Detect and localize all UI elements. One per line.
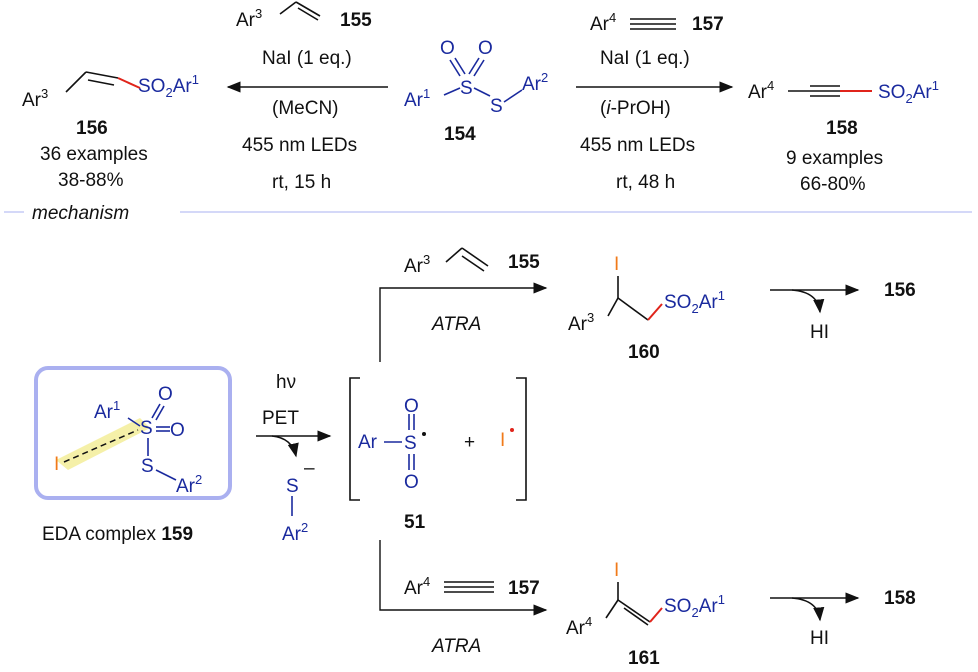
eda-caption: EDA complex 159: [42, 524, 193, 545]
intermediate-160-structure: I Ar3 SO2Ar1: [568, 254, 725, 335]
thiosulfonate-154-structure: O O S Ar1 S Ar2: [404, 38, 548, 117]
svg-text:SO2Ar1: SO2Ar1: [878, 78, 939, 106]
right-condition-1: NaI (1 eq.): [600, 48, 690, 69]
thiolate-anion: S – Ar2: [282, 458, 315, 545]
thiolate-release-arrow: [271, 435, 299, 458]
product-158-yield: 66-80%: [800, 174, 866, 195]
iodine-radical: I: [500, 430, 505, 451]
svg-text:O: O: [440, 38, 455, 59]
svg-text:Ar4: Ar4: [590, 10, 616, 35]
svg-text:Ar3: Ar3: [22, 86, 48, 111]
lower-hi-loss-arrow: [791, 597, 825, 622]
upper-reagent-label: 155: [508, 252, 540, 273]
pet-label: PET: [262, 408, 299, 429]
lower-branch-arrow: [379, 540, 548, 616]
svg-text:SO2Ar1: SO2Ar1: [138, 72, 199, 100]
right-reagent-label: 157: [692, 14, 724, 35]
right-condition-3: 455 nm LEDs: [580, 135, 695, 156]
product-156-structure: Ar3 SO2Ar1: [22, 71, 199, 111]
svg-text:Ar3: Ar3: [404, 252, 430, 277]
left-condition-3: 455 nm LEDs: [242, 135, 357, 156]
intermediate-160-label: 160: [628, 342, 660, 363]
svg-text:Ar1: Ar1: [404, 86, 430, 111]
bracket-left: [349, 377, 360, 501]
svg-text:S: S: [141, 456, 154, 477]
lower-reagent-label: 157: [508, 578, 540, 599]
right-condition-2: (i-PrOH): [600, 98, 671, 119]
svg-text:SO2Ar1: SO2Ar1: [664, 592, 725, 620]
lower-atra-label: ATRA: [431, 636, 481, 657]
left-condition-2: (MeCN): [272, 98, 339, 119]
left-condition-1: NaI (1 eq.): [262, 48, 352, 69]
product-158-examples: 9 examples: [786, 148, 883, 169]
left-reagent-155: Ar3: [236, 1, 321, 31]
hv-label: hν: [276, 372, 296, 393]
product-158-label: 158: [826, 118, 858, 139]
upper-branch-arrow: [379, 282, 548, 362]
svg-text:I: I: [614, 254, 619, 275]
svg-text:I: I: [54, 454, 59, 475]
intermediate-161-structure: I Ar4 SO2Ar1: [566, 560, 725, 639]
center-compound-label: 154: [444, 124, 476, 145]
svg-text:–: –: [304, 458, 315, 479]
svg-text:Ar3: Ar3: [568, 310, 594, 335]
upper-hi-loss-arrow: [791, 289, 825, 314]
svg-text:Ar3: Ar3: [236, 6, 262, 31]
svg-text:SO2Ar1: SO2Ar1: [664, 288, 725, 316]
svg-text:Ar: Ar: [358, 432, 378, 453]
upper-product-label: 156: [884, 280, 916, 301]
svg-text:Ar4: Ar4: [404, 574, 430, 599]
svg-text:Ar4: Ar4: [566, 614, 592, 639]
upper-reagent-155: Ar3: [404, 247, 489, 277]
svg-text:O: O: [170, 420, 185, 441]
eda-highlight: [56, 418, 150, 470]
svg-text:Ar2: Ar2: [522, 70, 548, 95]
product-156-yield: 38-88%: [58, 170, 124, 191]
plus-sign: +: [464, 432, 475, 453]
bracket-right: [516, 377, 527, 501]
product-156-label: 156: [76, 118, 108, 139]
left-reagent-label: 155: [340, 10, 372, 31]
svg-text:I: I: [614, 560, 619, 581]
right-reagent-157: Ar4: [590, 10, 676, 35]
upper-hi-label: HI: [810, 322, 829, 343]
svg-text:O: O: [404, 472, 419, 493]
product-158-structure: Ar4 SO2Ar1: [748, 78, 939, 106]
iodine-radical-dot: [510, 428, 514, 432]
upper-atra-label: ATRA: [431, 314, 481, 335]
right-condition-4: rt, 48 h: [616, 172, 675, 193]
sulfonyl-radical-51: Ar S O O: [358, 396, 426, 493]
svg-text:Ar4: Ar4: [748, 78, 774, 103]
svg-text:S: S: [286, 476, 299, 497]
eda-interaction-dash: [63, 429, 139, 463]
product-156-examples: 36 examples: [40, 144, 148, 165]
svg-text:Ar2: Ar2: [282, 520, 308, 545]
svg-text:O: O: [158, 384, 173, 405]
svg-text:S: S: [460, 78, 473, 99]
lower-hi-label: HI: [810, 628, 829, 649]
svg-text:S: S: [490, 96, 503, 117]
left-condition-4: rt, 15 h: [272, 172, 331, 193]
radical-label: 51: [404, 512, 426, 533]
lower-product-label: 158: [884, 588, 916, 609]
svg-text:S: S: [140, 418, 153, 439]
intermediate-161-label: 161: [628, 648, 660, 669]
mechanism-heading: mechanism: [32, 203, 129, 224]
svg-text:S: S: [404, 433, 417, 454]
lower-reagent-157: Ar4: [404, 574, 494, 599]
svg-text:O: O: [478, 38, 493, 59]
svg-text:O: O: [404, 396, 419, 417]
